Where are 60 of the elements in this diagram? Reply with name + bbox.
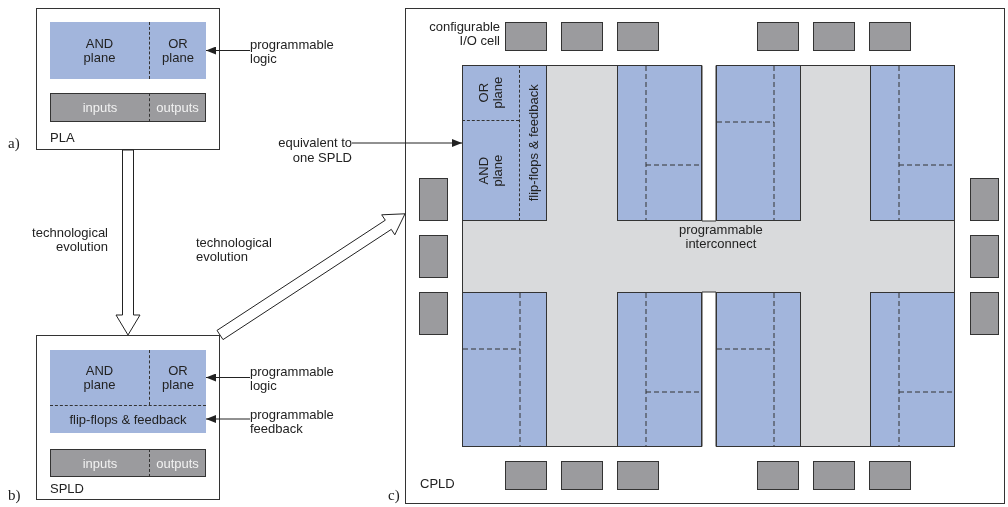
io-cell bbox=[419, 292, 448, 335]
annotation-text: programmable logic bbox=[250, 365, 360, 395]
logic-block bbox=[617, 292, 702, 447]
panel-label: b) bbox=[8, 488, 21, 504]
logic-block bbox=[716, 65, 801, 221]
device-box bbox=[36, 8, 220, 150]
device-label: PLA bbox=[50, 131, 75, 145]
logic-block bbox=[716, 292, 801, 447]
logic-plane: OR plane bbox=[149, 22, 206, 79]
logic-plane: AND plane bbox=[50, 350, 149, 405]
io-cell bbox=[869, 22, 911, 51]
device-box bbox=[36, 335, 220, 500]
io-cell bbox=[561, 461, 603, 490]
panel-label: c) bbox=[388, 488, 400, 504]
io-cell-label: configurable I/O cell bbox=[428, 20, 500, 48]
logic-block bbox=[870, 292, 955, 447]
panel-label: a) bbox=[8, 136, 20, 152]
arrow bbox=[351, 139, 463, 147]
logic-plane: flip-flops & feedback bbox=[519, 65, 547, 221]
annotation-text: equivalent to one SPLD bbox=[268, 135, 352, 169]
logic-plane: AND plane bbox=[462, 121, 519, 221]
io-bar: inputs bbox=[50, 93, 149, 122]
io-cell bbox=[970, 292, 999, 335]
io-cell bbox=[757, 461, 799, 490]
logic-plane: flip-flops & feedback bbox=[50, 405, 206, 433]
annotation-text: programmable logic bbox=[250, 38, 360, 68]
arrow bbox=[205, 46, 251, 55]
device-box bbox=[405, 8, 1005, 504]
logic-block bbox=[617, 65, 702, 221]
io-cell bbox=[813, 461, 855, 490]
hollow-arrow bbox=[216, 213, 406, 341]
logic-block bbox=[462, 65, 547, 221]
device-label: SPLD bbox=[50, 482, 84, 496]
io-cell bbox=[505, 22, 547, 51]
io-cell bbox=[617, 461, 659, 490]
io-bar: outputs bbox=[149, 449, 206, 477]
io-cell bbox=[419, 235, 448, 278]
logic-block bbox=[870, 65, 955, 221]
logic-plane: OR plane bbox=[149, 350, 206, 405]
io-cell bbox=[757, 22, 799, 51]
io-cell bbox=[419, 178, 448, 221]
io-cell bbox=[561, 22, 603, 51]
io-cell bbox=[617, 22, 659, 51]
interconnect-label: programmable interconnect bbox=[679, 223, 763, 251]
io-bar: inputs bbox=[50, 449, 149, 477]
annotation-text: programmable feedback bbox=[250, 408, 360, 438]
io-cell bbox=[970, 178, 999, 221]
logic-plane: OR plane bbox=[462, 65, 519, 121]
io-cell bbox=[813, 22, 855, 51]
io-cell bbox=[970, 235, 999, 278]
arrow bbox=[205, 415, 251, 423]
io-cell bbox=[505, 461, 547, 490]
io-bar: outputs bbox=[149, 93, 206, 122]
logic-block bbox=[462, 292, 547, 447]
logic-plane: AND plane bbox=[50, 22, 149, 79]
hollow-arrow bbox=[115, 149, 141, 336]
device-label: CPLD bbox=[420, 477, 455, 491]
io-cell bbox=[869, 461, 911, 490]
interconnect-area bbox=[462, 65, 955, 447]
arrow bbox=[205, 373, 251, 382]
